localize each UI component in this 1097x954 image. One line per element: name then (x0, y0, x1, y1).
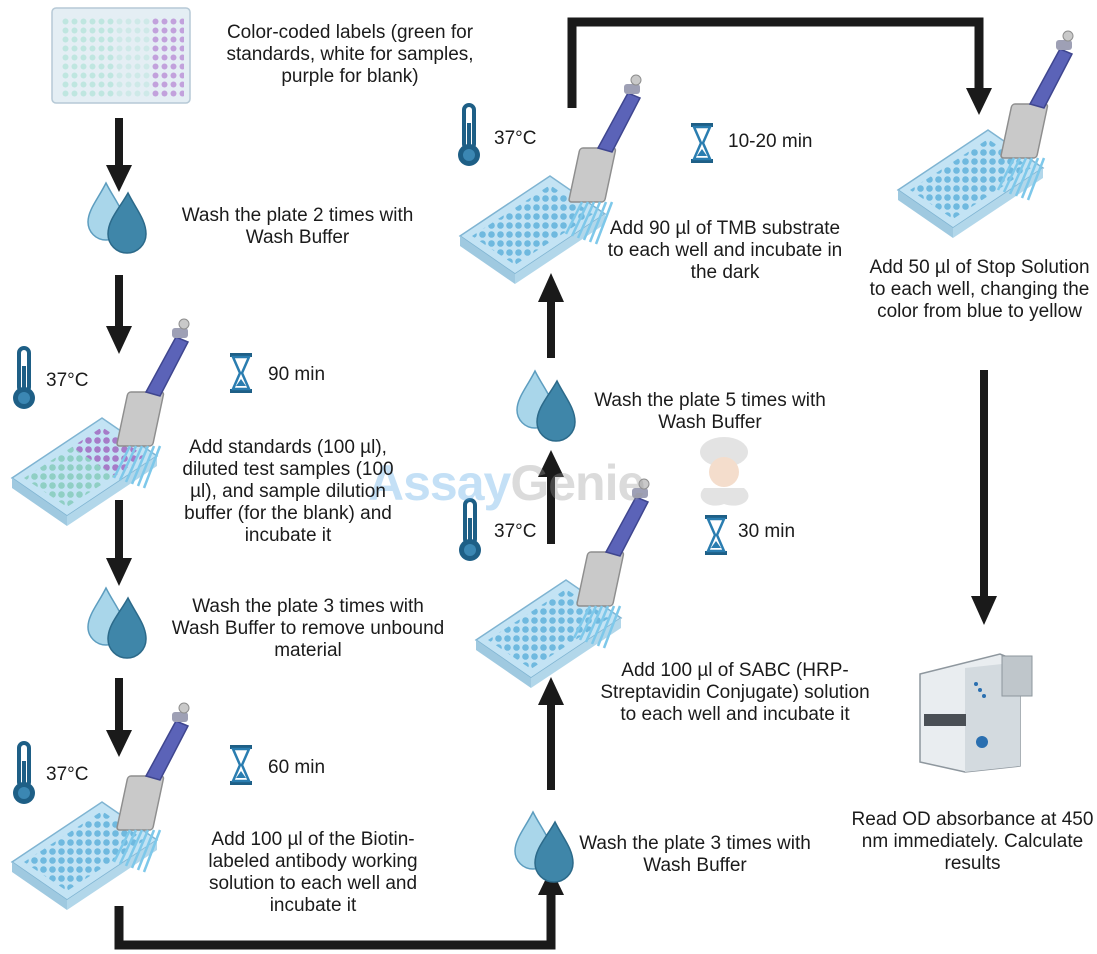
microplate-icon (51, 7, 191, 104)
temperature-label: 37°C (494, 128, 537, 149)
step-wash-3: Wash the plate 3 times with Wash Buffer (579, 833, 811, 876)
step-add-tmb: Add 90 µl of TMB substrate to each well … (607, 218, 843, 283)
thermometer-icon (11, 741, 37, 806)
step-wash-1: Wash the plate 2 times with Wash Buffer (181, 205, 414, 248)
temperature-label: 37°C (46, 764, 89, 785)
water-drops-icon (87, 182, 147, 254)
genie-mascot-icon (700, 437, 749, 506)
temperature-label: 37°C (494, 521, 537, 542)
step-add-standards: Add standards (100 µl), diluted test sam… (182, 437, 394, 546)
watermark-part1: Assay (368, 455, 511, 511)
step-labels: Color-coded labels (green for standards,… (226, 22, 474, 87)
hourglass-icon (689, 121, 715, 165)
plate-with-pipette-stop (897, 29, 1075, 239)
thermometer-icon (11, 346, 37, 411)
incubation-time: 30 min (738, 521, 796, 542)
water-drops-icon (516, 370, 576, 442)
step-read: Read OD absorbance at 450 nm immediately… (851, 809, 1094, 874)
arrow-connector-top (567, 17, 984, 108)
plate-reader-icon (919, 653, 1033, 773)
step-add-stop: Add 50 µl of Stop Solution to each well,… (869, 257, 1090, 322)
step-add-sabc: Add 100 µl of SABC (HRP-Streptavidin Con… (600, 660, 870, 725)
water-drops-icon (87, 587, 147, 659)
incubation-time: 10-20 min (728, 131, 813, 152)
watermark-part2: Genie (510, 455, 645, 511)
temperature-label: 37°C (46, 370, 89, 391)
step-wash-2: Wash the plate 3 times with Wash Buffer … (171, 596, 445, 661)
step-wash-4: Wash the plate 5 times with Wash Buffer (594, 390, 826, 433)
watermark: AssayGenie (368, 454, 645, 512)
arrow-down (106, 118, 132, 757)
incubation-time: 60 min (268, 757, 326, 778)
water-drops-icon (514, 811, 574, 883)
arrow-up (538, 273, 564, 790)
plate-with-pipette-biotin (11, 701, 191, 911)
hourglass-icon (228, 351, 254, 395)
thermometer-icon (456, 103, 482, 168)
hourglass-icon (703, 513, 729, 557)
plate-with-pipette-standards (10, 317, 191, 526)
step-add-biotin: Add 100 µl of the Biotin-labeled antibod… (208, 829, 418, 916)
hourglass-icon (228, 743, 254, 787)
arrow-connector-bottom (114, 890, 556, 950)
incubation-time: 90 min (268, 364, 326, 385)
